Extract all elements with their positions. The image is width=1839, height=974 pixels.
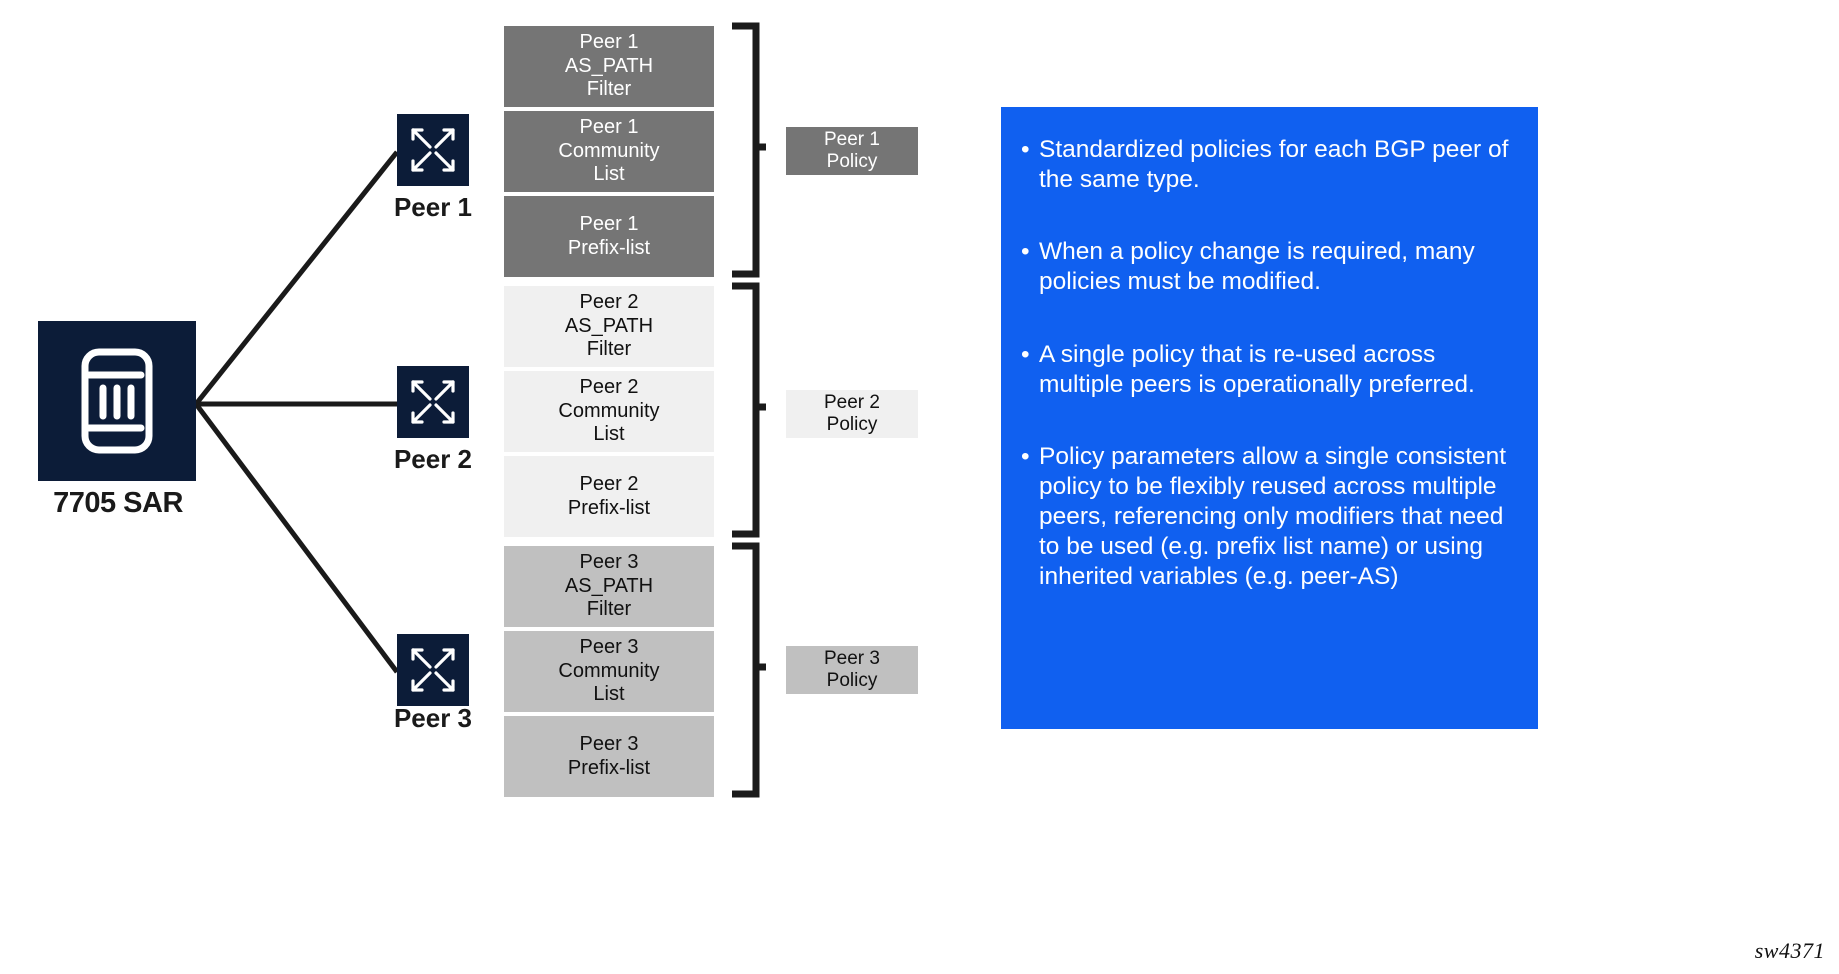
device-label-7705-sar: 7705 SAR (53, 487, 183, 519)
switch-icon (411, 128, 455, 172)
policy-component-box[interactable]: Peer 2 AS_PATH Filter (504, 286, 714, 367)
component-text: Peer 3 Prefix-list (567, 733, 651, 779)
component-text: Peer 3 AS_PATH Filter (564, 551, 654, 621)
policy-component-box[interactable]: Peer 3 AS_PATH Filter (504, 546, 714, 627)
bullet-text: When a policy change is required, many p… (1039, 238, 1475, 296)
component-text: Peer 1 Prefix-list (567, 213, 651, 259)
bullet-glyph: • (1021, 442, 1030, 470)
bracket-peer2 (732, 282, 766, 538)
policy-component-box[interactable]: Peer 1 Prefix-list (504, 196, 714, 277)
policy-component-box[interactable]: Peer 3 Prefix-list (504, 716, 714, 797)
policy-component-box[interactable]: Peer 2 Community List (504, 371, 714, 452)
bullet-glyph: • (1021, 340, 1030, 368)
component-text: Peer 2 Community List (558, 376, 660, 446)
component-text: Peer 2 AS_PATH Filter (564, 291, 654, 361)
peer-node-peer1[interactable] (397, 114, 469, 186)
bullet-glyph: • (1021, 136, 1030, 163)
callout-bullet: • Policy parameters allow a single consi… (1021, 442, 1512, 593)
device-node-7705-sar[interactable] (38, 321, 196, 481)
policy-component-box[interactable]: Peer 2 Prefix-list (504, 456, 714, 537)
bullet-text: Policy parameters allow a single consist… (1039, 442, 1507, 591)
callout-bullet: • Standardized policies for each BGP pee… (1021, 135, 1512, 195)
router-icon (81, 348, 153, 454)
peer-node-peer3[interactable] (397, 634, 469, 706)
policy-summary-text: Peer 2 Policy (824, 391, 880, 435)
policy-summary-box-peer2[interactable]: Peer 2 Policy (786, 390, 918, 438)
switch-icon (411, 380, 455, 424)
callout-bullet: • When a policy change is required, many… (1021, 237, 1512, 297)
bullet-glyph: • (1021, 238, 1030, 266)
bracket-peer3 (732, 542, 766, 798)
link-sar-to-peer1 (194, 150, 399, 406)
policy-summary-text: Peer 3 Policy (824, 647, 880, 691)
policy-summary-text: Peer 1 Policy (824, 128, 880, 172)
policy-component-box[interactable]: Peer 1 AS_PATH Filter (504, 26, 714, 107)
bracket-peer1 (732, 22, 766, 278)
peer-label-peer3: Peer 3 (393, 703, 473, 733)
component-text: Peer 1 AS_PATH Filter (564, 31, 654, 101)
callout-panel: • Standardized policies for each BGP pee… (1001, 107, 1538, 729)
component-text: Peer 2 Prefix-list (567, 473, 651, 519)
bullet-text: Standardized policies for each BGP peer … (1039, 136, 1509, 194)
component-text: Peer 1 Community List (558, 116, 660, 186)
policy-component-box[interactable]: Peer 3 Community List (504, 631, 714, 712)
figure-watermark: sw4371 (1754, 938, 1825, 963)
policy-component-box[interactable]: Peer 1 Community List (504, 111, 714, 192)
bullet-text: A single policy that is re-used across m… (1039, 340, 1475, 398)
policy-summary-box-peer3[interactable]: Peer 3 Policy (786, 646, 918, 694)
policy-summary-box-peer1[interactable]: Peer 1 Policy (786, 127, 918, 175)
peer-label-peer1: Peer 1 (393, 192, 473, 222)
peer-label-peer2: Peer 2 (393, 444, 473, 474)
switch-icon (411, 648, 455, 692)
peer-node-peer2[interactable] (397, 366, 469, 438)
callout-bullet: • A single policy that is re-used across… (1021, 340, 1512, 400)
component-text: Peer 3 Community List (558, 636, 660, 706)
